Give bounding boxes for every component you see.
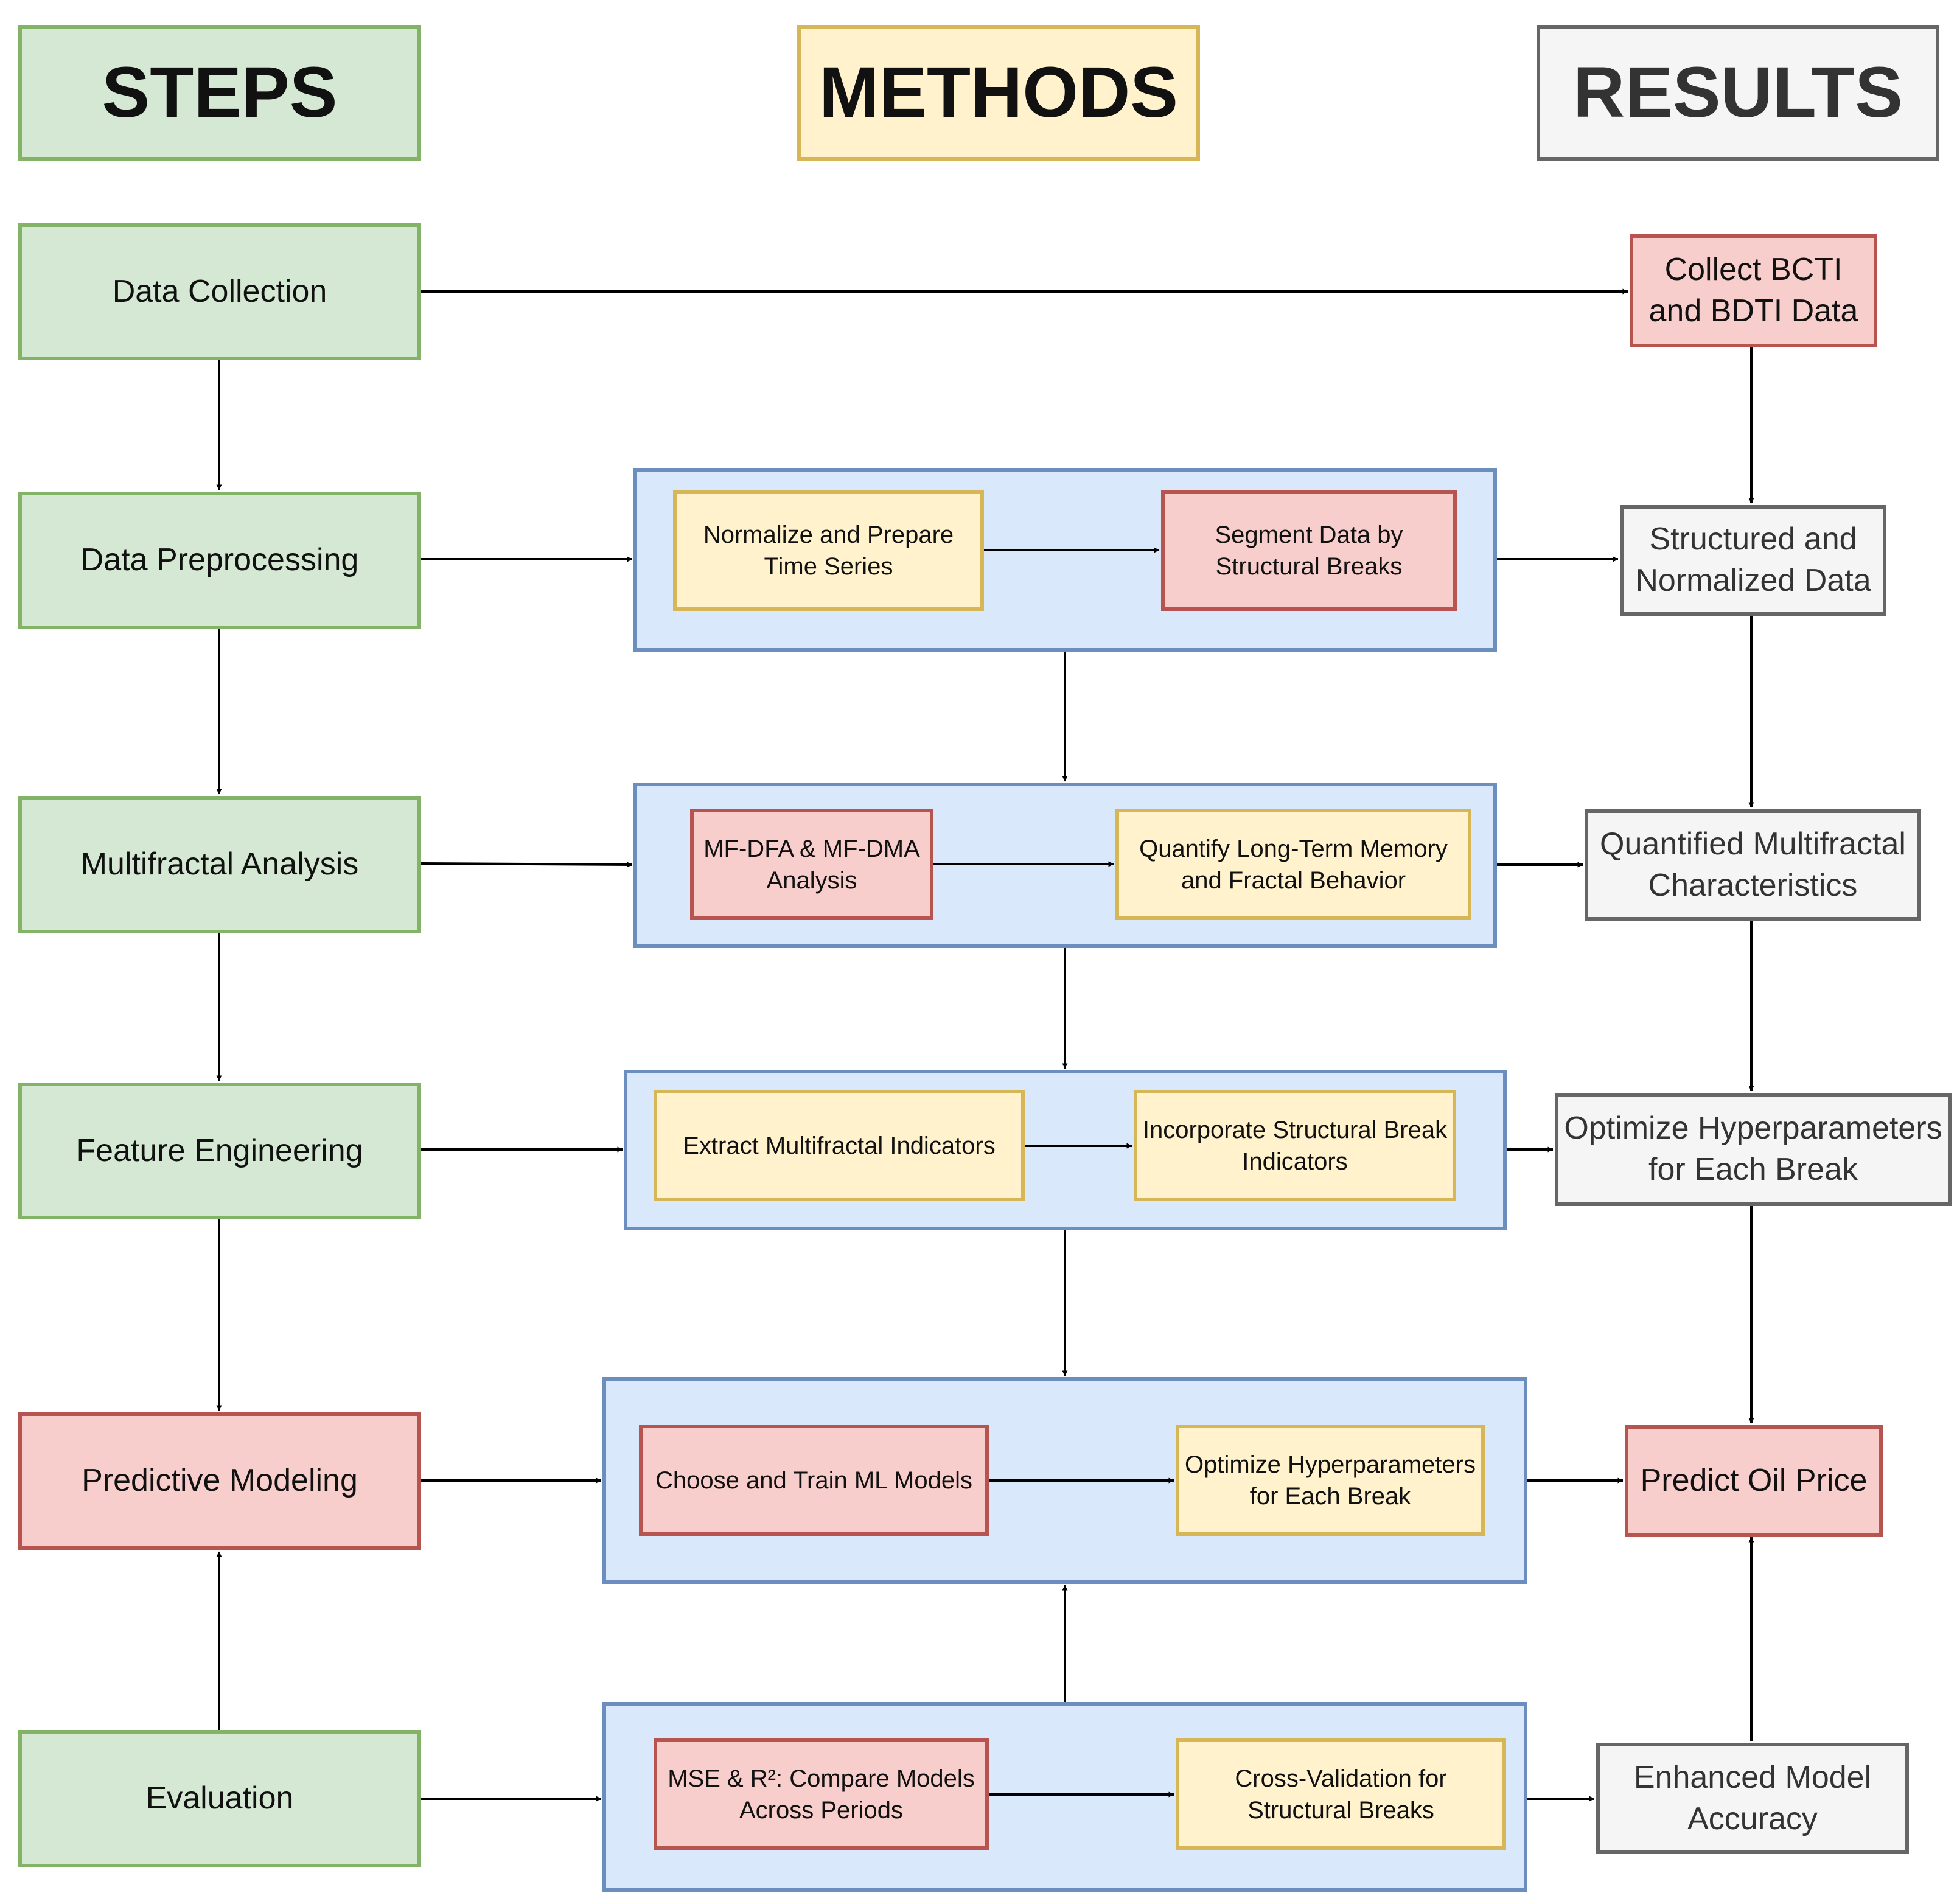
arrow-multifractal-to-group xyxy=(420,862,633,868)
method-quantify: Quantify Long-Term Memory and Fractal Be… xyxy=(1115,809,1471,920)
method-segment: Segment Data by Structural Breaks xyxy=(1161,490,1457,611)
method-mse-r2: MSE & R²: Compare Models Across Periods xyxy=(654,1738,989,1850)
result-structured-data: Structured and Normalized Data xyxy=(1620,505,1886,616)
method-train: Choose and Train ML Models xyxy=(639,1425,989,1536)
results-header: RESULTS xyxy=(1537,25,1939,161)
method-mfdfa-mfdma: MF-DFA & MF-DMA Analysis xyxy=(690,809,933,920)
result-optimize-hyperparameters: Optimize Hyperparameters for Each Break xyxy=(1555,1093,1952,1206)
result-quantified-characteristics: Quantified Multifractal Characteristics xyxy=(1585,809,1921,921)
methods-header: METHODS xyxy=(797,25,1200,161)
step-data-collection: Data Collection xyxy=(18,223,421,360)
method-incorporate: Incorporate Structural Break Indicators xyxy=(1134,1090,1456,1201)
result-predict-oil-price: Predict Oil Price xyxy=(1625,1425,1883,1537)
step-predictive-modeling: Predictive Modeling xyxy=(18,1412,421,1550)
step-data-preprocessing: Data Preprocessing xyxy=(18,492,421,629)
result-collect-data: Collect BCTI and BDTI Data xyxy=(1630,234,1877,347)
step-evaluation: Evaluation xyxy=(18,1730,421,1867)
step-feature-engineering: Feature Engineering xyxy=(18,1083,421,1219)
method-crossval: Cross-Validation for Structural Breaks xyxy=(1176,1738,1506,1850)
method-optimize: Optimize Hyperparameters for Each Break xyxy=(1176,1425,1485,1536)
result-enhanced-accuracy: Enhanced Model Accuracy xyxy=(1596,1743,1909,1854)
method-normalize: Normalize and Prepare Time Series xyxy=(673,490,984,611)
steps-header: STEPS xyxy=(18,25,421,161)
method-extract: Extract Multifractal Indicators xyxy=(654,1090,1025,1201)
step-multifractal-analysis: Multifractal Analysis xyxy=(18,796,421,933)
